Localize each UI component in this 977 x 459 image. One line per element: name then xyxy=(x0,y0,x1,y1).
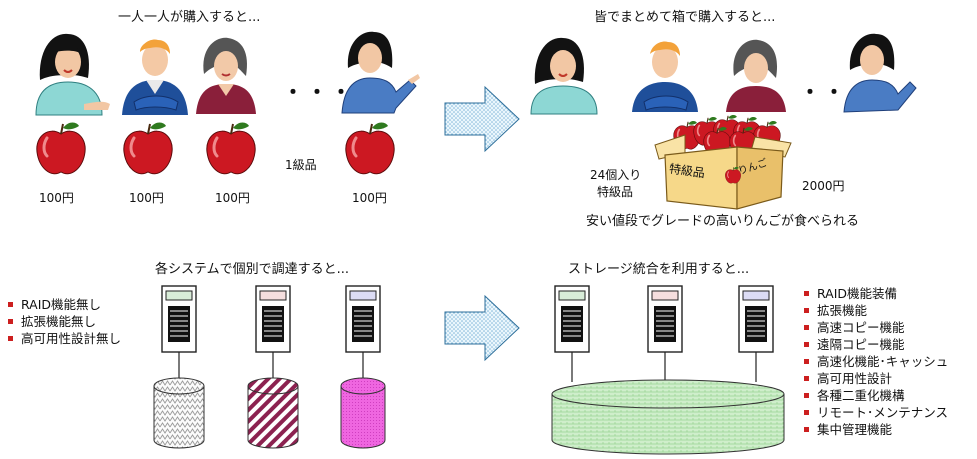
server-icon-5 xyxy=(647,285,683,353)
first-grade-label: 1級品 xyxy=(285,158,317,172)
box-grade-label: 特級品 xyxy=(597,185,634,199)
individual-feature-item: 高可用性設計無し xyxy=(8,330,121,347)
woman-customer-2-illustration-right xyxy=(726,39,786,112)
apple-box-illustration xyxy=(654,114,792,210)
shared-storage-cylinder-icon xyxy=(551,379,785,455)
price-label-4: 100円 xyxy=(352,191,387,205)
individual-procurement-title: 各システムで個別で調達すると... xyxy=(155,262,350,277)
consolidated-feature-item: RAID機能装備 xyxy=(804,285,948,302)
server-icon-1 xyxy=(161,285,197,353)
woman-customer-1-illustration-right xyxy=(530,37,598,115)
server-icon-6 xyxy=(738,285,774,353)
consolidated-feature-item: 集中管理機能 xyxy=(804,421,948,438)
consolidated-feature-item: 拡張機能 xyxy=(804,302,948,319)
disk-gray-icon xyxy=(153,377,205,449)
woman-customer-1-illustration xyxy=(35,33,110,116)
consolidated-feature-item: 高速コピー機能 xyxy=(804,319,948,336)
box-price-label: 2000円 xyxy=(802,179,845,193)
price-label-3: 100円 xyxy=(215,191,250,205)
server-icon-4 xyxy=(554,285,590,353)
individual-purchase-title: 一人一人が購入すると... xyxy=(118,10,261,25)
server-icon-3 xyxy=(345,285,381,353)
woman-pointing-illustration-right xyxy=(843,33,917,113)
man-customer-illustration-right xyxy=(632,41,698,112)
apple-icon-1 xyxy=(35,121,87,176)
box-count-label: 24個入り xyxy=(590,168,642,182)
apple-icon-2 xyxy=(122,121,174,176)
apple-icon-3 xyxy=(205,121,257,176)
right-arrow-icon-bottom xyxy=(444,294,520,362)
individual-features-list: RAID機能無し 拡張機能無し 高可用性設計無し xyxy=(8,296,121,347)
price-label-2: 100円 xyxy=(129,191,164,205)
server-icon-2 xyxy=(255,285,291,353)
consolidated-features-list: RAID機能装備 拡張機能 高速コピー機能 遠隔コピー機能 高速化機能･キャッシ… xyxy=(804,285,948,438)
group-purchase-title: 皆でまとめて箱で購入すると... xyxy=(594,10,776,25)
individual-feature-item: RAID機能無し xyxy=(8,296,121,313)
consolidated-feature-item: 高可用性設計 xyxy=(804,370,948,387)
storage-consolidation-title: ストレージ統合を利用すると... xyxy=(568,262,750,277)
consolidated-feature-item: 高速化機能･キャッシュ xyxy=(804,353,948,370)
woman-pointing-illustration xyxy=(341,31,420,114)
consolidated-feature-item: 各種二重化機構 xyxy=(804,387,948,404)
consolidated-feature-item: リモート･メンテナンス xyxy=(804,404,948,421)
disk-pink-icon xyxy=(340,377,386,449)
disk-striped-icon xyxy=(247,377,299,449)
apple-icon-4 xyxy=(344,121,396,176)
man-customer-illustration xyxy=(122,39,188,115)
benefit-caption: 安い値段でグレードの高いりんごが食べられる xyxy=(586,214,860,229)
consolidated-feature-item: 遠隔コピー機能 xyxy=(804,336,948,353)
consolidated-storage-diagram xyxy=(551,352,785,455)
woman-customer-2-illustration xyxy=(196,37,256,114)
individual-storage-diagram xyxy=(153,352,386,449)
individual-feature-item: 拡張機能無し xyxy=(8,313,121,330)
right-arrow-icon-top xyxy=(444,85,520,153)
ellipsis-left: ・・・ xyxy=(283,80,355,104)
price-label-1: 100円 xyxy=(39,191,74,205)
